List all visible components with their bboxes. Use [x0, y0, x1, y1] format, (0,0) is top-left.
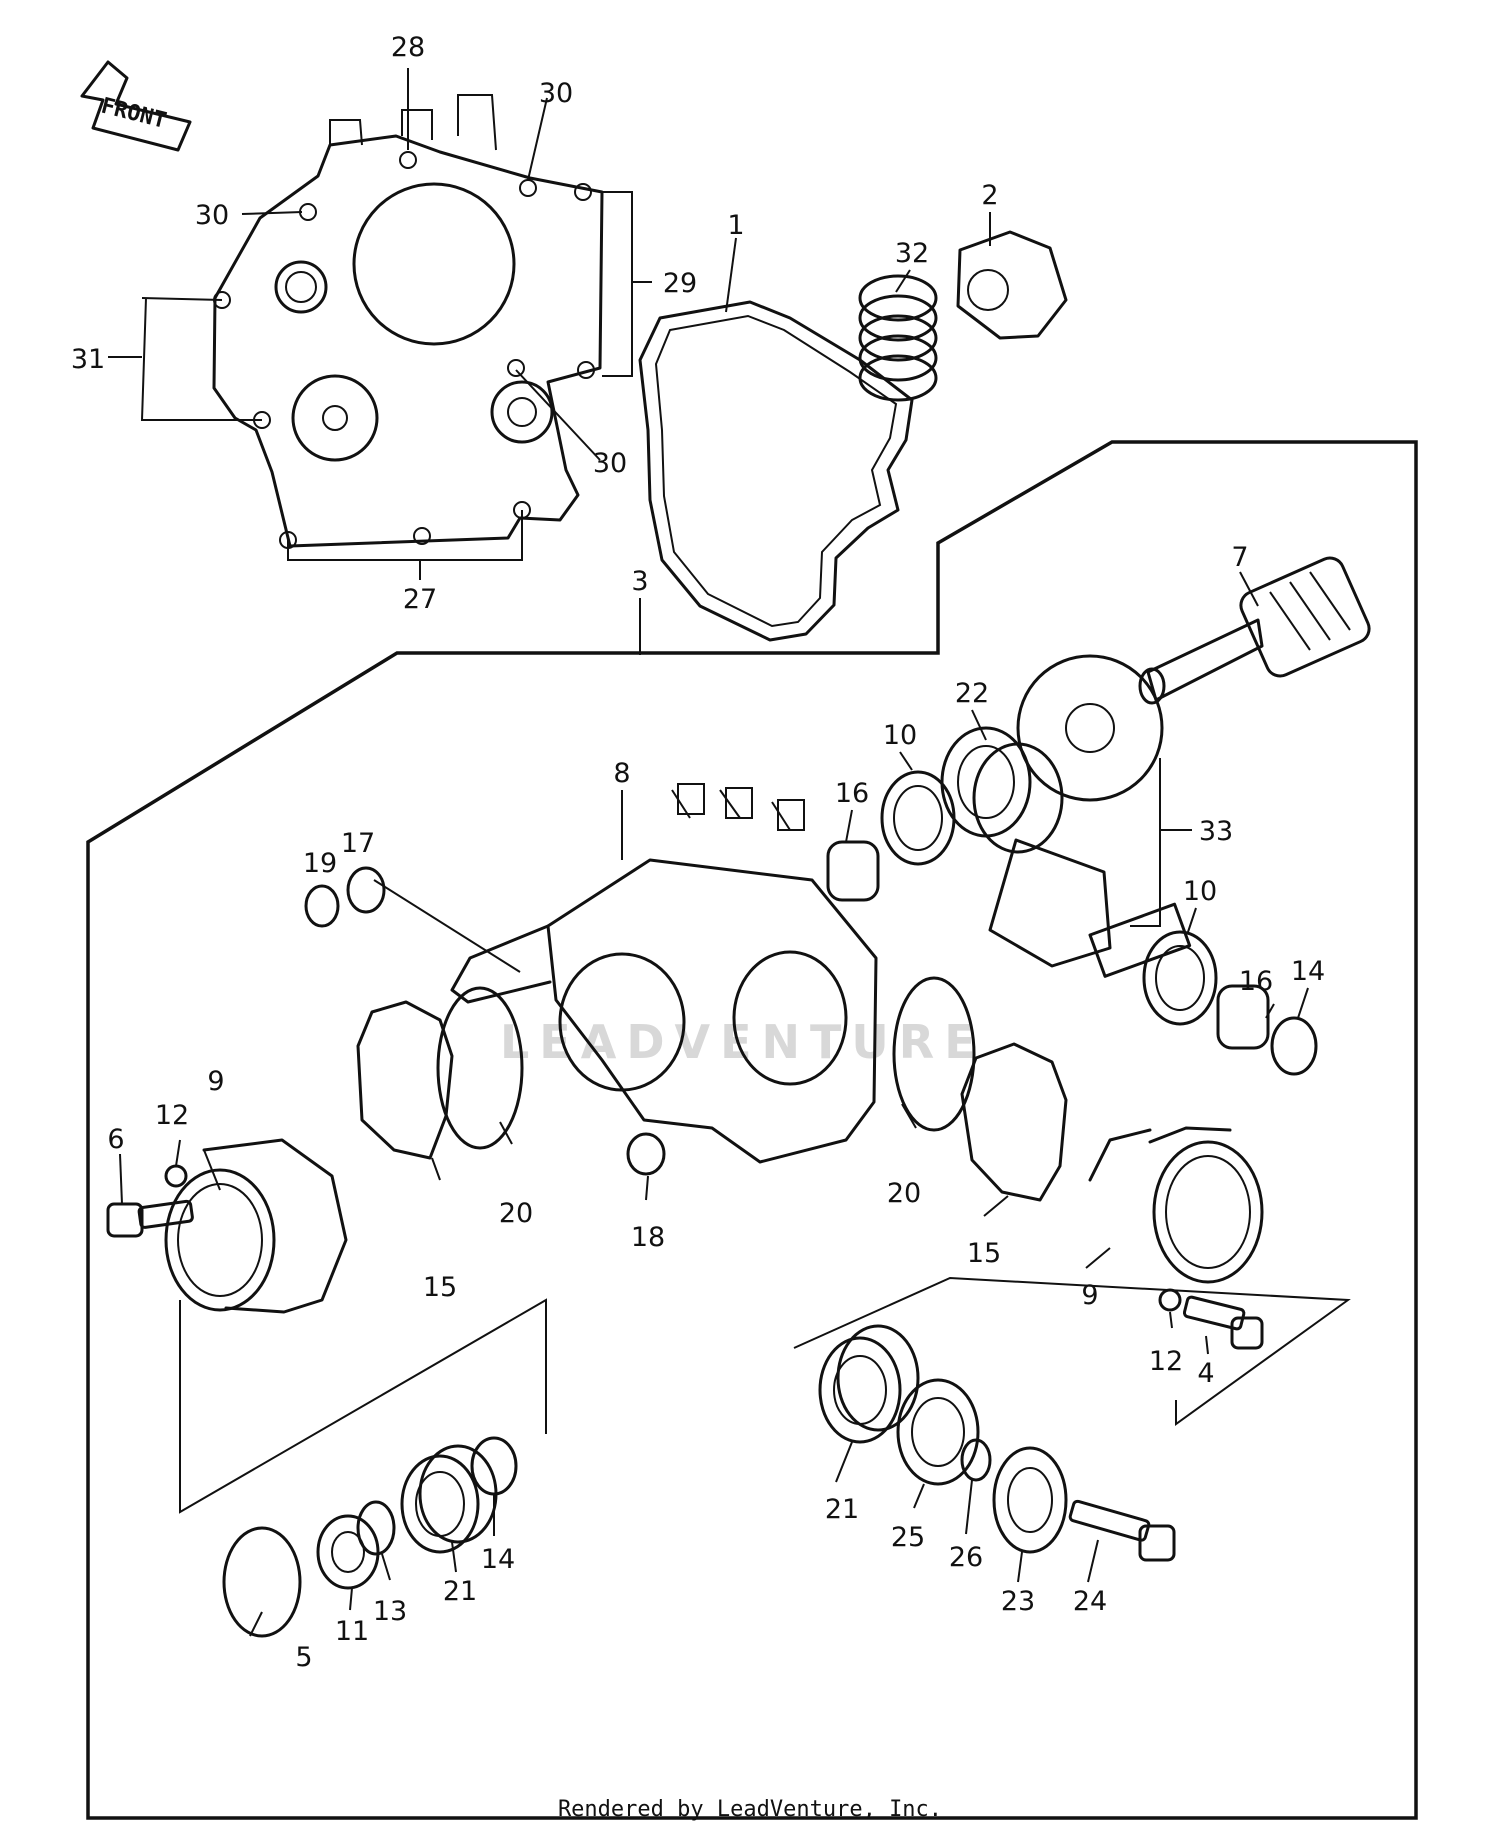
callout-23: 23: [1001, 1586, 1035, 1617]
callout-1: 1: [727, 210, 744, 241]
callout-7: 7: [1231, 542, 1248, 573]
callout-31: 31: [71, 344, 105, 375]
callout-27: 27: [403, 584, 437, 615]
callout-15: 15: [967, 1238, 1001, 1269]
coupling: [956, 230, 1068, 340]
callout-15: 15: [423, 1272, 457, 1303]
callout-14: 14: [481, 1544, 515, 1575]
bolt-6: [106, 1199, 194, 1238]
cap-5: [222, 1526, 302, 1638]
collar-16-lower: [1216, 984, 1270, 1050]
leader-lines: [108, 68, 1351, 1637]
gear-23: [992, 1446, 1068, 1554]
washer-12-left: [164, 1164, 188, 1188]
callout-16: 16: [1239, 966, 1273, 997]
footer-credit: Rendered by LeadVenture, Inc.: [557, 1797, 943, 1822]
oil-seal-10-lower: [1142, 930, 1218, 1026]
callout-8: 8: [613, 758, 630, 789]
callout-18: 18: [631, 1222, 665, 1253]
callout-32: 32: [895, 238, 929, 269]
callout-30: 30: [195, 200, 229, 231]
callout-2: 2: [981, 180, 998, 211]
washer-13: [356, 1500, 396, 1556]
callout-13: 13: [373, 1596, 407, 1627]
o-ring-20-left: [436, 986, 524, 1150]
o-ring-20-right: [892, 976, 976, 1132]
callout-29: 29: [663, 268, 697, 299]
callout-19: 19: [303, 848, 337, 879]
nut-11: [316, 1514, 380, 1590]
callout-10: 10: [1183, 876, 1217, 907]
bearing-21-left: [400, 1444, 498, 1554]
needle-bearing-17: [346, 866, 386, 914]
callout-10: 10: [883, 720, 917, 751]
callout-4: 4: [1197, 1358, 1214, 1389]
o-ring-26: [960, 1438, 992, 1482]
gasket-15-right: [960, 1042, 1068, 1202]
gasket-15-left: [356, 1000, 454, 1160]
callout-14: 14: [1291, 956, 1325, 987]
oil-seal-10-upper: [880, 770, 956, 866]
callout-6: 6: [107, 1124, 124, 1155]
gear-housing: [450, 783, 878, 1164]
callout-5: 5: [295, 1642, 312, 1673]
callout-3: 3: [631, 566, 648, 597]
callout-28: 28: [391, 32, 425, 63]
front-arrow-icon: FRONT: [80, 60, 192, 152]
callout-30: 30: [539, 78, 573, 109]
crankcase-cover: [212, 94, 604, 549]
hub-9-right: [1088, 1126, 1264, 1284]
callout-17: 17: [341, 828, 375, 859]
callout-25: 25: [891, 1522, 925, 1553]
bolt-4: [1182, 1295, 1264, 1350]
assembly-frame: [86, 440, 1418, 1820]
callout-12: 12: [1149, 1346, 1183, 1377]
callout-30: 30: [593, 448, 627, 479]
callout-24: 24: [1073, 1586, 1107, 1617]
callout-11: 11: [335, 1616, 369, 1647]
splined-shaft: [1138, 556, 1371, 705]
bolt-24: [1068, 1499, 1176, 1562]
spring: [858, 274, 938, 402]
callout-9: 9: [1081, 1280, 1098, 1311]
front-label: FRONT: [99, 94, 169, 134]
callout-20: 20: [499, 1198, 533, 1229]
washer-14-upper: [1270, 1016, 1318, 1076]
seal-19: [304, 884, 340, 928]
callout-12: 12: [155, 1100, 189, 1131]
callout-33: 33: [1199, 816, 1233, 847]
hub-9-left: [164, 1138, 348, 1314]
callout-labels: 28 30 30 30 29 31 27 1 32 2 3 7 22 10 8 …: [71, 32, 1325, 1673]
callout-16: 16: [835, 778, 869, 809]
callout-26: 26: [949, 1542, 983, 1573]
bearing-21-right: [818, 1324, 920, 1444]
collar-16-upper: [826, 840, 880, 902]
callout-22: 22: [955, 678, 989, 709]
seal-25: [896, 1378, 980, 1486]
washer-12-right: [1158, 1288, 1182, 1312]
seal-18: [626, 1132, 666, 1176]
bearing-22: [940, 726, 1064, 854]
callout-21: 21: [443, 1576, 477, 1607]
callout-20: 20: [887, 1178, 921, 1209]
callout-9: 9: [207, 1066, 224, 1097]
callout-21: 21: [825, 1494, 859, 1525]
